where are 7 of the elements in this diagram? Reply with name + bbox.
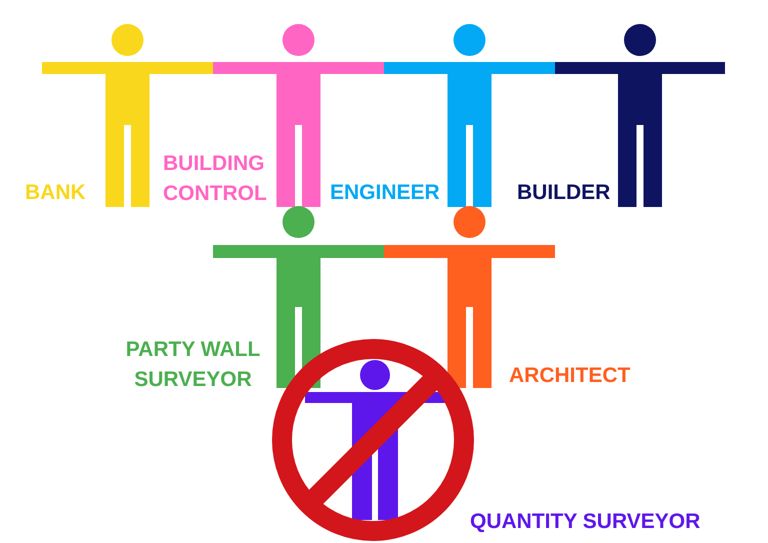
role-label: QUANTITY SURVEYOR (470, 509, 700, 535)
role-label: BUILDER (517, 180, 610, 206)
role-label: ARCHITECT (509, 363, 630, 389)
role-label: ENGINEER (330, 180, 440, 206)
role-label: PARTY WALL SURVEYOR (124, 337, 262, 393)
role-label: BANK (25, 180, 86, 206)
role-label: BUILDING CONTROL (163, 151, 268, 207)
